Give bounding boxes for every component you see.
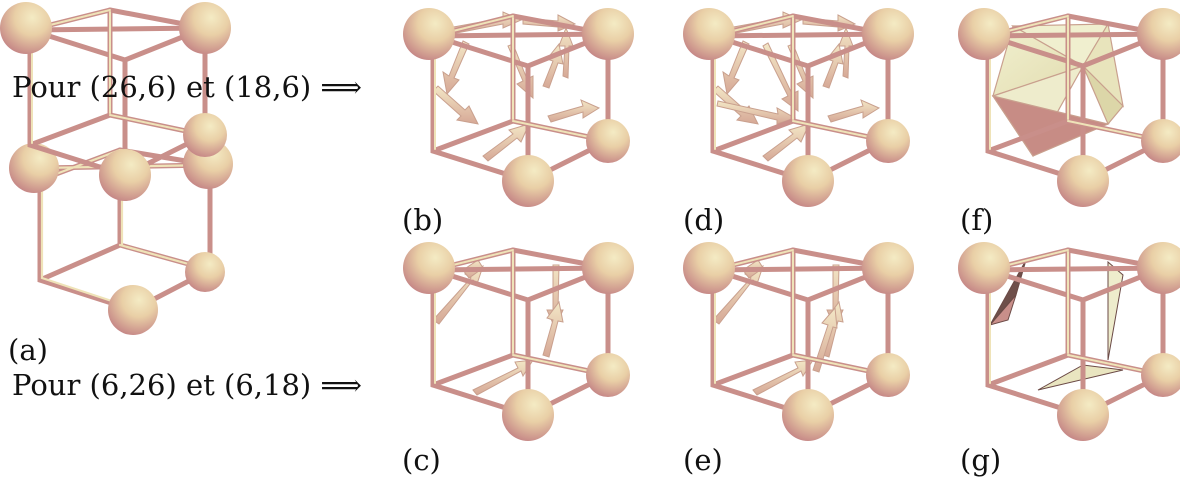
cube-shell <box>0 2 231 201</box>
panel-label-e: (e) <box>683 443 723 477</box>
arrows <box>432 259 564 396</box>
sphere <box>108 285 158 335</box>
panel-label-a: (a) <box>8 333 48 367</box>
sphere <box>185 252 225 292</box>
panel-label-c: (c) <box>402 443 441 477</box>
arrows <box>712 259 844 396</box>
panel-b-cube <box>403 8 634 207</box>
panel-c-cube <box>403 242 634 441</box>
panel-label-b: (b) <box>402 203 444 237</box>
row-label-bottom: Pour (6,26) et (6,18) ⟹ <box>12 368 362 402</box>
panel-g-cube <box>958 242 1180 441</box>
panel-label-g: (g) <box>960 443 1002 477</box>
panel-f-cube <box>958 8 1180 207</box>
panel-label-d: (d) <box>683 203 725 237</box>
panel-d-cube <box>683 8 914 207</box>
row-label-top: Pour (26,6) et (18,6) ⟹ <box>12 70 362 104</box>
panel-label-f: (f) <box>960 203 994 237</box>
sphere <box>9 143 59 193</box>
panel-e-cube <box>683 242 914 441</box>
